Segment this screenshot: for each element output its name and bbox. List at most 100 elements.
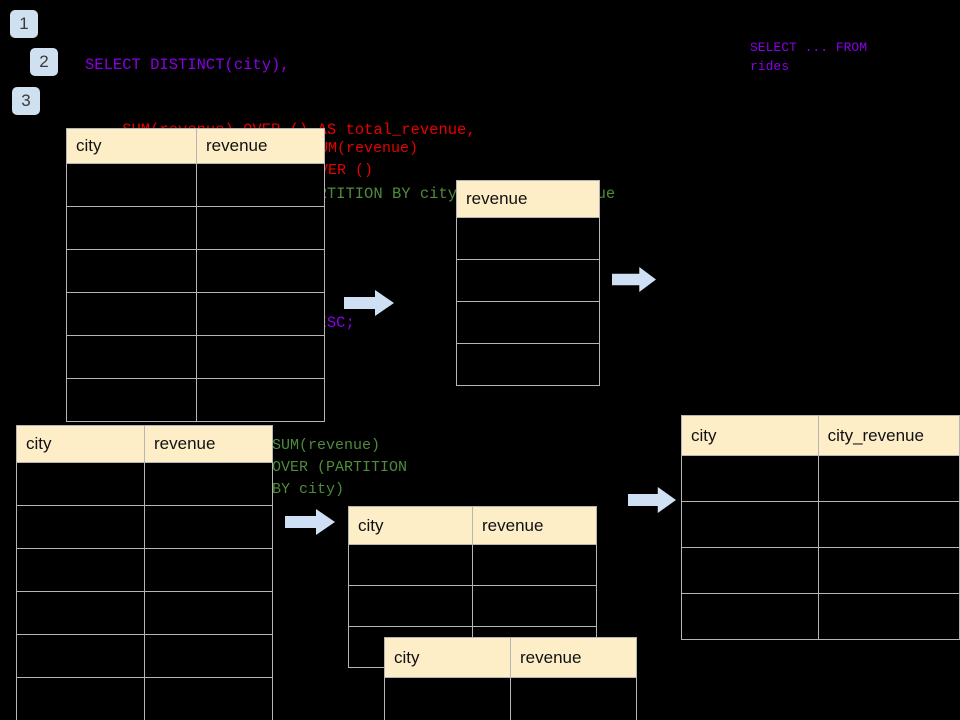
column-header-revenue: revenue [144,425,273,463]
table-cell [456,301,600,344]
table-row [348,585,597,627]
table-cell [348,585,473,627]
table-cell [66,249,197,293]
arrow-partition-to-result [628,486,676,514]
table-row [456,343,600,386]
table-row [16,548,273,592]
table-row [66,163,325,207]
column-header-city: city [66,128,197,164]
annotation-total-revenue: SUM(revenue) OVER () [310,140,419,179]
select-from-rides-note: SELECT ... FROM rides [750,40,868,74]
column-header-city: city [384,637,511,678]
table-row [456,259,600,302]
table-cell [681,593,819,640]
table-cell [16,591,145,635]
column-header-city: city [16,425,145,463]
step-badge-1[interactable]: 1 [10,10,38,38]
table-cell [817,501,960,548]
table-row [66,206,325,250]
table-row [66,249,325,293]
table-cell [681,455,819,502]
table-cell [16,505,145,549]
table-row [681,455,960,502]
table-header-row: revenue [456,180,600,218]
arrow-total-to-result [612,266,656,293]
table-row [348,544,597,586]
table-cell [196,378,325,422]
table-cell [66,206,197,250]
table-row [16,591,273,635]
table-cell [456,343,600,386]
table-cell [16,462,145,506]
table-cell [16,548,145,592]
table-cell [66,378,197,422]
table-cell [196,335,325,379]
table-cell [144,634,273,678]
table-cell [681,547,819,594]
table-cell [144,462,273,506]
table-cell [144,548,273,592]
table-row [384,677,637,720]
table-cell [817,593,960,640]
column-header-city: city [681,415,819,456]
table-cell [196,163,325,207]
table-cell [196,292,325,336]
table-cell [384,677,511,720]
table-cell [817,455,960,502]
table-row [16,677,273,720]
step-badge-3[interactable]: 3 [12,87,40,115]
table-row [16,462,273,506]
table-cell [196,249,325,293]
table-cell [681,501,819,548]
table-cell [144,677,273,720]
table-row [66,378,325,422]
arrow-right-icon [344,290,394,316]
table-cell [66,163,197,207]
table-row [66,335,325,379]
table-row [456,217,600,260]
annotation-city-revenue: SUM(revenue) OVER (PARTITION BY city) [272,437,408,498]
table-cell [16,677,145,720]
table-row [66,292,325,336]
table-cell [144,591,273,635]
table-cell [66,292,197,336]
sql-line-select: SELECT DISTINCT(city), [85,56,290,74]
table-row [681,547,960,594]
table-cell [472,544,597,586]
table-cell [456,259,600,302]
column-header-city: city [348,506,473,545]
arrow-source-to-partition [285,508,335,536]
table-cell [456,217,600,260]
table-row [681,501,960,548]
column-header-revenue: revenue [456,180,600,218]
table-row [681,593,960,640]
table-cell [196,206,325,250]
arrow-right-icon [628,487,676,513]
column-header-revenue: revenue [472,506,597,545]
total-revenue-table: revenue [456,180,600,386]
table-cell [16,634,145,678]
arrow-right-icon [612,266,656,293]
table-cell [817,547,960,594]
step-badge-2[interactable]: 2 [30,48,58,76]
table-cell [510,677,637,720]
table-row [16,634,273,678]
column-header-revenue: revenue [196,128,325,164]
table-cell [348,544,473,586]
column-header-city_revenue: city_revenue [817,415,960,456]
table-cell [472,585,597,627]
table-cell [66,335,197,379]
table-cell [144,505,273,549]
arrow-source-to-total [344,289,394,317]
column-header-revenue: revenue [510,637,637,678]
